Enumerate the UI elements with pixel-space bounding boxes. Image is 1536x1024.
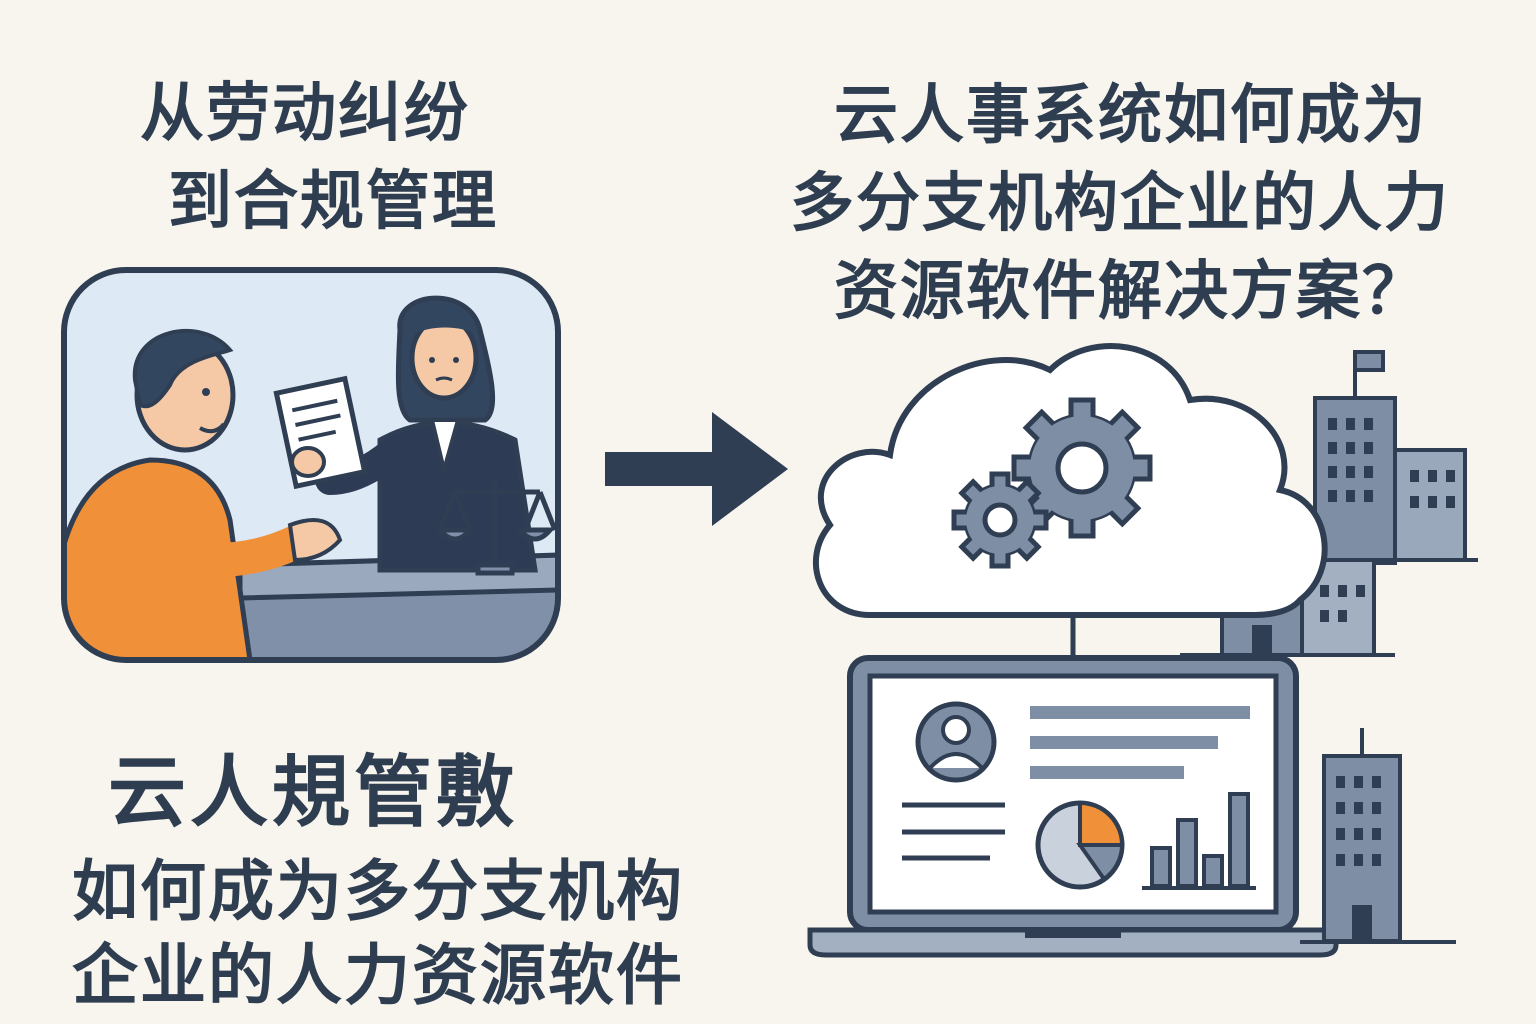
left-title-line-2: 到合规管理: [168, 165, 498, 239]
bottom-heading: 云人規管敷: [108, 748, 519, 838]
gears-icon: [951, 397, 1153, 569]
dispute-scene-illustration: [61, 267, 561, 663]
bottom-line-1: 如何成为多分支机构: [72, 853, 684, 930]
dashboard-screen: [902, 701, 1256, 890]
right-title-line-1: 云人事系统如何成为: [834, 79, 1428, 153]
user-avatar-icon: [915, 701, 997, 783]
bar-chart-icon: [1142, 792, 1256, 890]
arrow-right-icon: [605, 412, 788, 526]
employee-figure-icon: [64, 328, 343, 660]
right-title-line-2: 多分支机构企业的人力: [790, 167, 1450, 241]
scales-of-justice-icon: [434, 480, 558, 576]
pie-chart-icon: [1035, 800, 1125, 890]
left-title-line-1: 从劳动纠纷: [140, 77, 470, 151]
bottom-line-2: 企业的人力资源软件: [72, 937, 684, 1014]
right-title-line-3: 资源软件解决方案？: [834, 255, 1428, 329]
